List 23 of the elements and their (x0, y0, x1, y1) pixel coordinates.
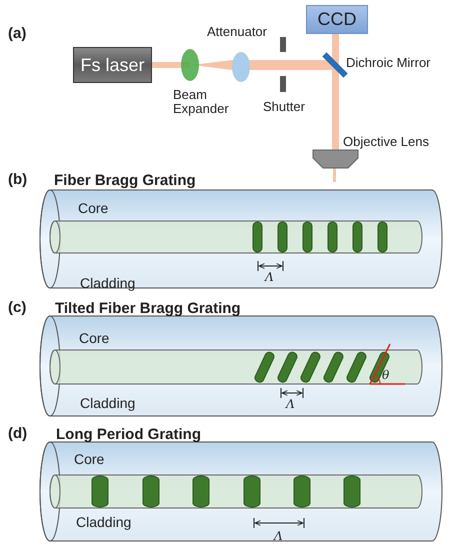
symbol-label: Λ (274, 529, 283, 543)
panel-title: Fiber Bragg Grating (54, 173, 196, 189)
panel-letter: (a) (8, 26, 26, 42)
part-label: Core (79, 331, 110, 345)
panel-letter: (d) (8, 426, 28, 442)
panel-title: Long Period Grating (56, 427, 201, 443)
symbol-label: Λ (265, 270, 274, 284)
symbol-label: Λ (286, 397, 295, 411)
part-label: Core (78, 201, 108, 215)
part-label: Cladding (80, 276, 136, 290)
panel-letter: (c) (8, 300, 26, 316)
part-label: Cladding (80, 396, 136, 410)
laser-box: Fs laser (73, 47, 152, 83)
symbol-label: θ (382, 368, 390, 382)
part-label: Core (74, 452, 104, 466)
panel-letter: (b) (8, 172, 28, 188)
panel-title: Tilted Fiber Bragg Grating (55, 301, 241, 317)
component-label: Attenuator (207, 25, 267, 39)
component-label: Shutter (263, 100, 305, 114)
component-label: Dichroic Mirror (346, 56, 430, 70)
camera-box: CCD (306, 5, 368, 34)
component-label: Objective Lens (343, 135, 429, 149)
part-label: Cladding (76, 515, 132, 529)
